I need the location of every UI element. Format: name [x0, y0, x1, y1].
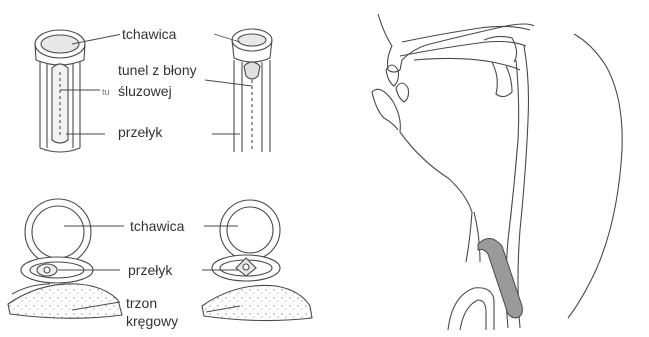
label-top-esophagus: przełyk	[116, 124, 164, 141]
bottom-right-cross-section	[202, 200, 312, 321]
bottom-left-cross-section	[8, 199, 122, 318]
label-vertebral-body: trzon kręgowy	[124, 294, 180, 330]
esophageal-tube	[478, 238, 522, 318]
label-small-mark: tu	[100, 84, 112, 101]
label-top-trachea: tchawica	[120, 26, 178, 43]
label-bottom-esophagus: przełyk	[126, 262, 174, 279]
label-bottom-trachea: tchawica	[128, 218, 186, 235]
label-mucosal-tunnel: tunel z błony śluzowej	[116, 60, 199, 102]
